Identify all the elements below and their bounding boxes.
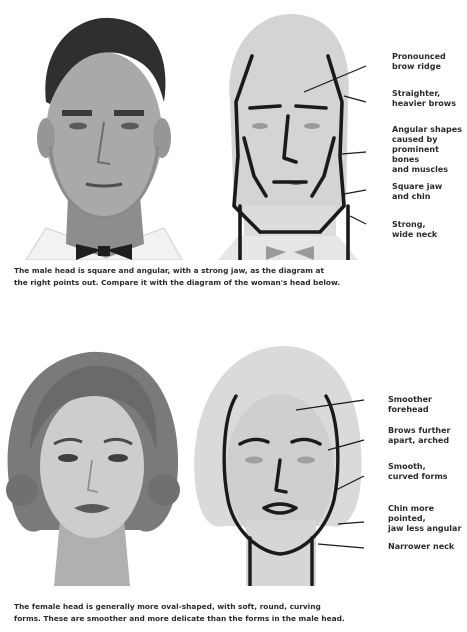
- label-narrower-neck: Narrower neck: [388, 542, 454, 552]
- male-portrait-photo: [6, 6, 202, 260]
- label-chin-more-pointed: Chin more pointed, jaw less angular: [388, 504, 467, 534]
- male-head-diagram: [208, 6, 368, 260]
- female-head-diagram: [188, 340, 366, 586]
- male-brow-right: [296, 106, 326, 108]
- label-strong-neck: Strong, wide neck: [392, 220, 437, 240]
- label-smooth-curved-forms: Smooth, curved forms: [388, 462, 448, 482]
- female-portrait-photo: [0, 340, 182, 586]
- label-angular-shapes: Angular shapes caused by prominent bones…: [392, 125, 467, 175]
- label-straighter-brows: Straighter, heavier brows: [392, 89, 456, 109]
- label-smoother-forehead: Smoother forehead: [388, 395, 467, 415]
- female-caption: The female head is generally more oval-s…: [14, 601, 460, 625]
- label-square-jaw: Square jaw and chin: [392, 182, 442, 202]
- label-pronounced-brow-ridge: Pronounced brow ridge: [392, 52, 446, 72]
- label-brows-further-apart: Brows further apart, arched: [388, 426, 451, 446]
- male-brow-left: [250, 106, 280, 108]
- male-caption: The male head is square and angular, wit…: [14, 265, 460, 289]
